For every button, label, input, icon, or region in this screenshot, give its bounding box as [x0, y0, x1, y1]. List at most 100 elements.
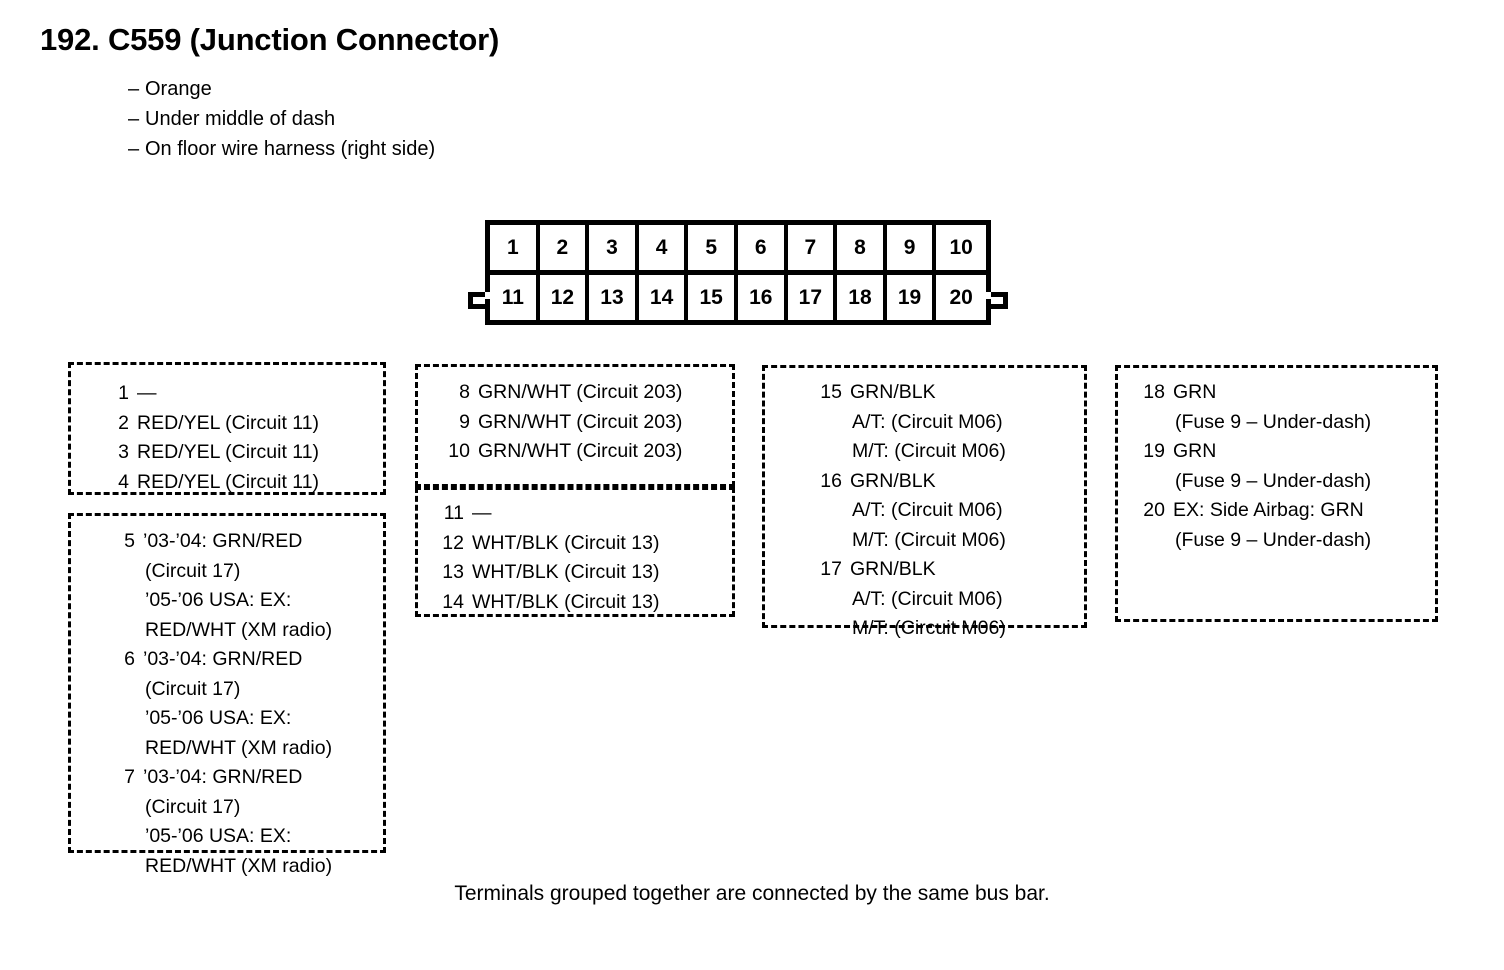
terminal-description-line: GRN	[1173, 440, 1217, 462]
terminal-description-line: (Circuit 17)	[145, 677, 241, 700]
connector-terminal-16: 16	[737, 275, 788, 320]
terminal-number: 16	[820, 469, 842, 492]
connector-terminal-7: 7	[787, 225, 838, 270]
terminal-number: 20	[1143, 499, 1165, 521]
connector-terminal-12: 12	[539, 275, 590, 320]
connector-terminal-17: 17	[787, 275, 838, 320]
terminal-description: —	[137, 379, 383, 409]
terminal-group-box-5: 15 GRN/BLK A/T: (Circuit M06) M/T: (Circuit…	[762, 365, 1087, 639]
terminal-description-line: M/T: (Circuit M06)	[852, 440, 1006, 462]
terminal-description-line: A/T: (Circuit M06)	[852, 499, 1003, 521]
terminal-description-line: RED/WHT (XM radio)	[145, 854, 333, 877]
bullet-dash-icon: –	[128, 108, 140, 130]
terminal-list: 5 ’03-’04: GRN/RED (Circuit 17) ’05-’06 USA…	[117, 527, 383, 881]
connector-attribute-3: –On floor wire harness (right side)	[128, 134, 435, 164]
terminal-description-line: RED/WHT (XM radio)	[145, 736, 333, 759]
bus-bar-note: Terminals grouped together are connected…	[454, 882, 1050, 905]
terminal-description-line: —	[137, 382, 157, 404]
terminal-description-line: GRN/WHT (Circuit 203)	[478, 410, 683, 433]
terminal-description-line: (Fuse 9 – Under-dash)	[1175, 410, 1372, 433]
terminal-description-line: (Fuse 9 – Under-dash)	[1175, 528, 1372, 551]
terminal-number: 9	[459, 410, 470, 433]
terminal-entry-11: 11—	[434, 499, 732, 529]
terminal-number: 14	[442, 590, 464, 613]
terminal-number: 13	[442, 561, 464, 583]
connector-terminal-9: 9	[886, 225, 937, 270]
page-title: 192. C559 (Junction Connector)	[40, 22, 500, 57]
connector-attribute-label: Orange	[145, 78, 212, 100]
terminal-number: 11	[443, 502, 464, 524]
terminal-description: ’03-’04: GRN/RED (Circuit 17) ’05-’06 USA:…	[143, 763, 383, 881]
terminal-description-line: GRN/WHT (Circuit 203)	[478, 381, 683, 403]
terminal-description-line: GRN/BLK	[850, 381, 936, 403]
terminal-entry-4: 4 RED/YEL (Circuit 11)	[111, 468, 383, 498]
terminal-description-line: A/T: (Circuit M06)	[852, 587, 1003, 610]
terminal-group-box-2: 5 ’03-’04: GRN/RED (Circuit 17) ’05-’06 USA…	[68, 513, 386, 877]
connector-attribute-2: –Under middle of dash	[128, 104, 435, 134]
terminal-description-line: WHT/BLK (Circuit 13)	[472, 531, 660, 554]
connector-locking-tab-left	[468, 292, 485, 309]
connector-terminal-20: 20	[936, 275, 986, 320]
terminal-entry-20: 20 EX: Side Airbag: GRN(Fuse 9 – Under-da…	[1137, 496, 1435, 555]
terminal-description-line: ’03-’04: GRN/RED	[143, 530, 303, 552]
terminal-description-line: ’05-’06 USA: EX:	[145, 589, 292, 611]
connector-tab-mask-left	[485, 292, 491, 299]
terminal-description: GRN (Fuse 9 – Under-dash)	[1173, 378, 1435, 437]
connector-attribute-list: –Orange–Under middle of dash–On floor wi…	[128, 74, 435, 164]
terminal-description-line: ’05-’06 USA: EX:	[145, 825, 292, 847]
connector-terminal-1: 1	[490, 225, 540, 270]
terminal-description-line: M/T: (Circuit M06)	[852, 617, 1006, 639]
terminal-list: 15 GRN/BLK A/T: (Circuit M06) M/T: (Circuit…	[814, 378, 1084, 644]
terminal-description: ’03-’04: GRN/RED (Circuit 17) ’05-’06 USA:…	[143, 527, 383, 645]
connector-terminal-13: 13	[589, 275, 639, 320]
terminal-number: 19	[1143, 440, 1165, 462]
terminal-number: 15	[820, 381, 842, 403]
terminal-description: EX: Side Airbag: GRN(Fuse 9 – Under-dash…	[1173, 496, 1435, 555]
terminal-number: 3	[118, 441, 129, 463]
terminal-description-line: (Circuit 17)	[145, 795, 241, 818]
terminal-entry-9: 9 GRN/WHT (Circuit 203)	[440, 408, 732, 438]
terminal-description: GRN/WHT (Circuit 203)	[478, 437, 732, 467]
terminal-description-line: GRN	[1173, 381, 1217, 403]
connector-attribute-1: –Orange	[128, 74, 435, 104]
terminal-description-line: (Circuit 17)	[145, 559, 241, 582]
terminal-number: 1	[118, 382, 129, 404]
terminal-description-line: WHT/BLK (Circuit 13)	[472, 590, 660, 613]
connector-terminal-10: 10	[936, 225, 986, 270]
terminal-entry-1: 1—	[111, 379, 383, 409]
terminal-description: WHT/BLK (Circuit 13)	[472, 588, 732, 618]
terminal-number: 17	[820, 558, 842, 580]
terminal-description-line: A/T: (Circuit M06)	[852, 410, 1003, 433]
terminal-number: 5	[124, 530, 135, 552]
terminal-number: 7	[124, 766, 135, 788]
terminal-description-line: RED/YEL (Circuit 11)	[137, 470, 320, 493]
terminal-number: 4	[118, 470, 129, 493]
terminal-description-line: ’05-’06 USA: EX:	[145, 707, 292, 729]
connector-terminal-18: 18	[837, 275, 887, 320]
terminal-description-line: ’03-’04: GRN/RED	[143, 766, 303, 788]
terminal-number: 6	[124, 648, 135, 670]
terminal-description: GRN/BLK A/T: (Circuit M06) M/T: (Circuit M…	[850, 378, 1084, 467]
terminal-description-line: RED/YEL (Circuit 11)	[137, 411, 320, 434]
terminal-description: ’03-’04: GRN/RED(Circuit 17)’05-’06 USA:…	[143, 645, 383, 763]
terminal-entry-14: 14 WHT/BLK (Circuit 13)	[434, 588, 732, 618]
terminal-description: GRN/WHT (Circuit 203)	[478, 378, 732, 408]
terminal-number: 12	[442, 531, 464, 554]
